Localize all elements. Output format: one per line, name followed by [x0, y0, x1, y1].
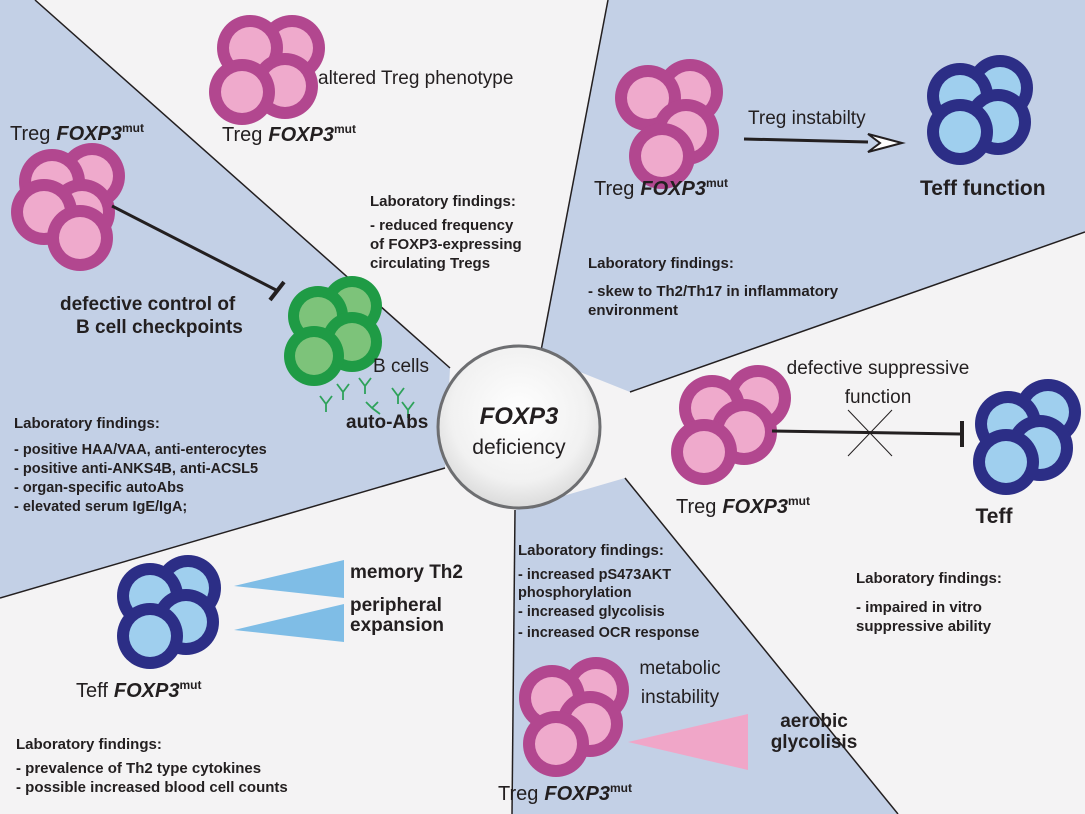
peripheral-expansion-increase-wedge [234, 604, 344, 642]
suppression-finding: suppressive ability [856, 618, 992, 635]
teff-label-suppression: Teff [976, 505, 1014, 528]
memory-th2-label: memory Th2 [350, 562, 463, 583]
metabolic-caption: instability [641, 687, 720, 708]
phenotype-findings-title: Laboratory findings: [370, 193, 516, 210]
phenotype-findings: Laboratory findings: - reduced frequency… [370, 193, 522, 272]
antibody-icon [319, 395, 333, 412]
treg-cluster-metabolic [519, 657, 629, 777]
peripheral-expansion-label: expansion [350, 615, 444, 636]
instability-finding: environment [588, 302, 678, 319]
instability-finding: - skew to Th2/Th17 in inflammatory [588, 283, 839, 300]
metabolic-findings-title: Laboratory findings: [518, 542, 664, 559]
teff-finding: - prevalence of Th2 type cytokines [16, 760, 261, 777]
bcell-inhibition-line [111, 204, 286, 302]
teff-function-label: Teff function [920, 177, 1046, 200]
instability-arrow [743, 133, 906, 153]
center-subtitle: deficiency [472, 436, 566, 459]
bcells-label: B cells [373, 356, 429, 377]
metabolic-finding: - increased glycolisis [518, 604, 665, 620]
bcell-finding: - elevated serum IgE/IgA; [14, 499, 187, 515]
antibody-icon [358, 377, 372, 394]
phenotype-finding: - reduced frequency [370, 217, 514, 234]
phenotype-caption: altered Treg phenotype [318, 68, 513, 89]
suppression-caption: defective suppressive [787, 358, 970, 379]
teff-cluster-teff [117, 555, 221, 669]
phenotype-finding: of FOXP3-expressing [370, 236, 522, 253]
antibody-icon [391, 387, 405, 404]
center-node: FOXP3 deficiency [436, 344, 602, 510]
auto-abs-label: auto-Abs [346, 412, 428, 433]
phenotype-finding: circulating Tregs [370, 255, 490, 272]
sector-bcell [0, 0, 450, 598]
bcell-finding: - positive HAA/VAA, anti-enterocytes [14, 442, 267, 458]
blocked-suppression-line [771, 409, 964, 457]
treg-cluster-suppression [671, 365, 791, 485]
bcell-cluster [284, 276, 382, 386]
peripheral-expansion-label: peripheral [350, 595, 442, 616]
metabolic-finding: phosphorylation [518, 585, 632, 601]
bcell-finding: - organ-specific autoAbs [14, 480, 184, 496]
teff-cluster-suppression [973, 379, 1081, 495]
antibody-icon [336, 383, 350, 400]
instability-findings: Laboratory findings: - skew to Th2/Th17 … [588, 255, 839, 319]
antibody-icons [319, 377, 415, 418]
bcell-findings-title: Laboratory findings: [14, 415, 160, 432]
suppression-caption: function [845, 387, 912, 408]
suppression-finding: - impaired in vitro [856, 599, 982, 616]
antibody-icon [365, 401, 381, 415]
treg-cluster-phenotype [209, 15, 325, 125]
metabolic-finding: - increased OCR response [518, 625, 699, 641]
metabolic-findings: Laboratory findings: - increased pS473AK… [518, 542, 699, 641]
suppression-findings-title: Laboratory findings: [856, 570, 1002, 587]
memory-th2-increase-wedge [234, 560, 344, 598]
suppression-findings: Laboratory findings: - impaired in vitro… [856, 570, 1002, 635]
instability-findings-title: Laboratory findings: [588, 255, 734, 272]
defective-control-label: B cell checkpoints [76, 317, 243, 338]
bcell-findings: Laboratory findings: - positive HAA/VAA,… [14, 415, 267, 515]
teff-findings-title: Laboratory findings: [16, 736, 162, 753]
teff-cluster-instability [927, 55, 1033, 165]
treg-cluster-bcell [11, 143, 125, 271]
teff-finding: - possible increased blood cell counts [16, 779, 288, 796]
instability-caption: Treg instabilty [748, 108, 866, 129]
teff-findings: Laboratory findings: - prevalence of Th2… [16, 736, 288, 796]
aerobic-glycolisis-label: aerobic [780, 711, 848, 732]
antibody-icon [401, 401, 415, 418]
bcell-finding: - positive anti-ANKS4B, anti-ACSL5 [14, 461, 258, 477]
treg-cluster-instability [615, 59, 723, 189]
center-title: FOXP3 [480, 403, 559, 430]
glycolysis-increase-wedge [628, 714, 748, 770]
metabolic-caption: metabolic [639, 658, 720, 679]
aerobic-glycolisis-label: glycolisis [771, 732, 858, 753]
defective-control-label: defective control of [60, 294, 236, 315]
metabolic-finding: - increased pS473AKT [518, 567, 671, 583]
